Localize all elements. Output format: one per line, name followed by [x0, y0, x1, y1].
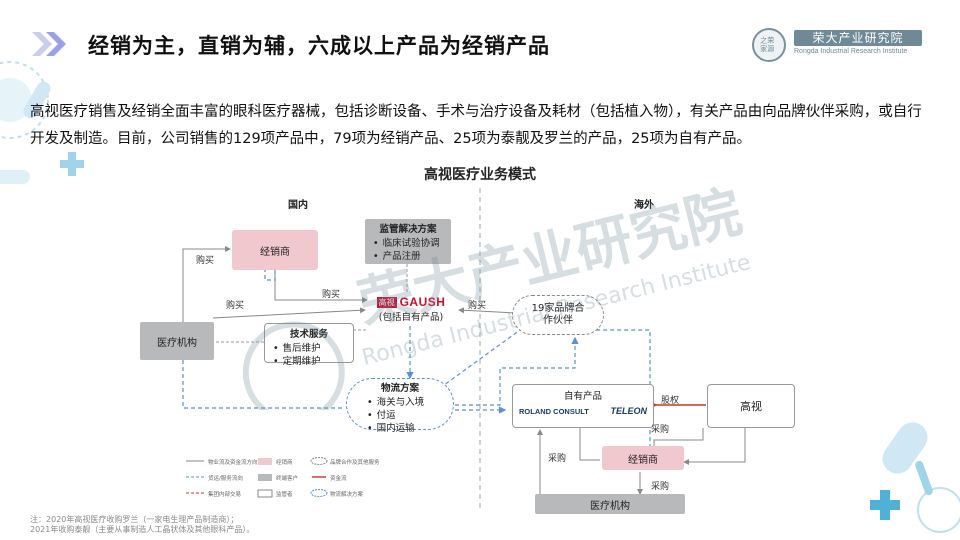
gaush-logo-cn: 高视 — [377, 297, 397, 308]
node-gaush: 高视 GAUSH (包括自有产品) — [367, 293, 455, 325]
own-products-title: 自有产品 — [513, 388, 653, 402]
edge-label-purchase: 购买 — [468, 298, 486, 311]
node-regulatory-solution: 监管解决方案 临床试验协调 产品注册 — [365, 219, 451, 264]
node-tech-service: 技术服务 售后维护 定期维护 — [264, 323, 354, 363]
regulatory-heading: 监管解决方案 — [373, 223, 443, 236]
gaush-logo: 高视 GAUSH — [367, 295, 455, 309]
legend-item: 品牌合作及其他服务 — [330, 458, 380, 466]
gaush-caption: (包括自有产品) — [367, 309, 455, 323]
node-gaoshi: 高视 — [707, 384, 795, 428]
footnote: 注：2020年高视医疗收购罗兰（一家电生理产品制造商）； 2021年收购泰靓（主… — [30, 515, 254, 535]
logistics-item: 海关与入境 — [367, 396, 433, 409]
legend-item: 货运/服务流向 — [208, 474, 243, 482]
footnote-line: 2021年收购泰靓（主要从事制造人工晶状体及其他眼科产品）。 — [30, 525, 254, 535]
tech-item: 定期维护 — [273, 355, 345, 368]
legend-item: 经销商 — [276, 458, 293, 466]
edge-label-purchase: 购买 — [196, 253, 214, 266]
regulatory-item: 临床试验协调 — [373, 237, 443, 250]
edge-label-equity: 股权 — [661, 393, 679, 406]
diagram-legend: 物业流及资金流方向 经销商 品牌合作及其他服务 货运/服务流向 终端客户 资金流… — [184, 457, 374, 507]
legend-item: 资金流 — [330, 474, 347, 482]
legend-item: 监管者 — [276, 490, 293, 498]
footnote-line: 注：2020年高视医疗收购罗兰（一家电生理产品制造商）； — [30, 515, 254, 525]
legend-item: 物流解决方案 — [330, 490, 363, 498]
logistics-item: 付运 — [367, 409, 433, 422]
roland-consult-logo: ROLAND CONSULT — [519, 407, 589, 416]
logistics-item: 国内运输 — [367, 422, 433, 435]
region-domestic: 国内 — [288, 196, 308, 211]
node-own-products: 自有产品 ROLAND CONSULT TELEON — [512, 384, 654, 428]
edge-label-procure: 采购 — [651, 479, 669, 492]
node-overseas-distributor: 经销商 — [602, 446, 684, 470]
legend-item: 物业流及资金流方向 — [208, 458, 258, 466]
edge-label-purchase: 购买 — [226, 298, 244, 311]
tech-item: 售后维护 — [273, 342, 345, 355]
edge-label-purchase: 购买 — [322, 287, 340, 300]
node-brand-partners: 19家品牌合作伙伴 — [512, 295, 604, 335]
regulatory-item: 产品注册 — [373, 250, 443, 263]
node-distributor: 经销商 — [232, 230, 318, 270]
node-logistics: 物流方案 海关与入境 付运 国内运输 — [346, 378, 454, 430]
legend-item: 终端客户 — [276, 474, 298, 482]
teleon-logo: TELEON — [610, 406, 647, 416]
node-overseas-medical-institution: 医疗机构 — [535, 494, 685, 514]
edge-label-procure: 采购 — [548, 451, 566, 464]
logistics-heading: 物流方案 — [367, 382, 433, 395]
edge-label-procure: 采购 — [651, 422, 669, 435]
legend-item: 集团内部交易 — [208, 490, 241, 498]
node-medical-institution: 医疗机构 — [140, 322, 214, 360]
gaush-logo-en: GAUSH — [400, 295, 446, 309]
tech-heading: 技术服务 — [273, 328, 345, 341]
region-overseas: 海外 — [634, 196, 654, 211]
